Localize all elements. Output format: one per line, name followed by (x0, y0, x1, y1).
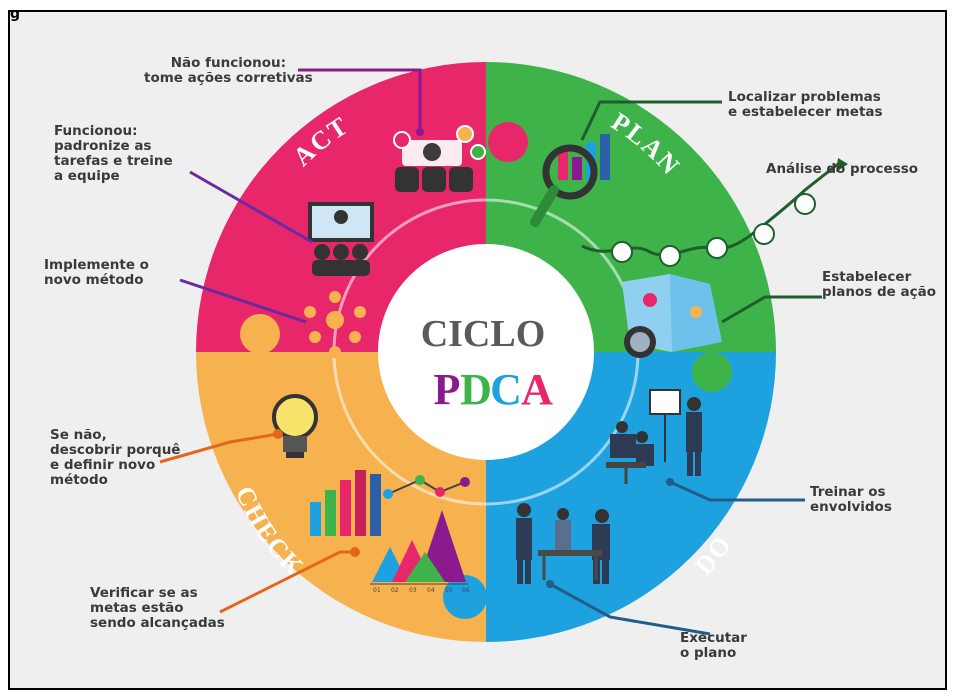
center-letter-p: P (434, 365, 461, 414)
label-plan-analysis: Análise do processo (766, 161, 919, 177)
team-working-icon (516, 503, 610, 584)
chart-axis-03: 03 (409, 587, 417, 594)
process-path-icon (581, 158, 848, 267)
leader-do-execute (549, 582, 711, 636)
dot-act-wrong (416, 128, 424, 136)
leader-plan-action (721, 295, 822, 324)
knob-do (443, 575, 487, 619)
leader-act-right (189, 170, 313, 244)
pdca-diagram: CICLO P D C A ACT PLAN CHECK DO (159, 62, 848, 642)
hands-idea-icon (304, 291, 366, 358)
label-do-execute: Executar o plano (680, 630, 747, 661)
leader-act-implement (179, 278, 307, 324)
chart-axis-05: 05 (445, 587, 453, 594)
leader-check-goals (219, 550, 354, 614)
center-letter-d: D (460, 365, 492, 414)
corner-text: g (10, 10, 21, 22)
leader-check-fail (159, 432, 279, 464)
bar-area-chart-icon (310, 470, 470, 585)
dot-do-execute (546, 580, 554, 588)
label-check-fail: Se não, descobrir porquê e definir novo … (50, 427, 181, 488)
label-check-goals: Verificar se as metas estão sendo alcanç… (90, 585, 225, 631)
infographic-frame: g CICLO P D C A ACT PLA (8, 10, 947, 690)
knob-check (240, 314, 280, 354)
chart-axis-04: 04 (427, 587, 435, 594)
label-plan-locate: Localizar problemas e estabelecer metas (728, 89, 883, 120)
magnifier-chart-icon (530, 134, 610, 227)
meeting-icon (393, 125, 486, 192)
leader-do-train (669, 480, 805, 502)
chart-axis-02: 02 (391, 587, 399, 594)
presentation-people-icon (606, 389, 702, 484)
chart-axis-01: 01 (373, 587, 381, 594)
center-letter-a: A (521, 365, 553, 414)
label-act-wrong: Não funcionou: tome ações corretivas (144, 55, 313, 86)
leader-act-wrong (298, 68, 422, 130)
center-letter-c: C (490, 365, 522, 414)
map-compass-icon (622, 274, 722, 358)
knob-act (488, 122, 528, 162)
training-icon (308, 202, 374, 276)
label-act-right: Funcionou: padronize as tarefas e treine… (54, 123, 173, 184)
dot-check-goals (350, 547, 360, 557)
center-title-ciclo: CICLO (421, 313, 546, 355)
label-do-train: Treinar os envolvidos (810, 484, 892, 515)
dot-do-train (666, 478, 674, 486)
label-act-implement: Implemente o novo método (44, 257, 149, 288)
chart-axis-06: 06 (462, 587, 470, 594)
knob-plan (692, 352, 732, 392)
lightbulb-icon (272, 394, 318, 458)
dot-check-fail (273, 429, 283, 439)
center-circle (378, 244, 594, 460)
label-plan-action: Estabelecer planos de ação (822, 269, 937, 300)
leader-plan-locate (580, 100, 722, 141)
